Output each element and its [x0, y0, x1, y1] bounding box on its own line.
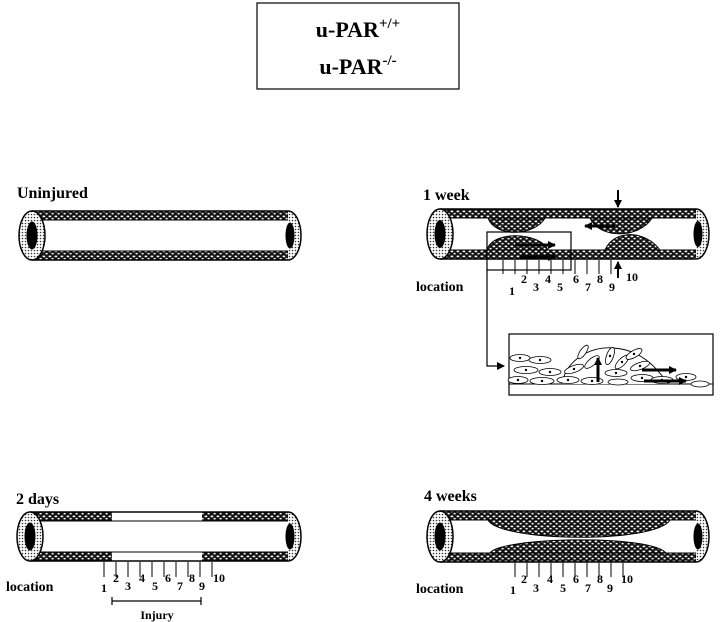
location-label-1-week: location [416, 280, 464, 295]
location-number: 4 [545, 272, 551, 286]
location-label-4-weeks: location [416, 582, 464, 597]
location-number: 5 [560, 581, 566, 595]
cell-migration-inset [507, 333, 714, 396]
location-number: 7 [585, 581, 591, 595]
location-numbers-2-days: 1 2 3 4 5 6 7 8 9 10 [101, 571, 225, 595]
panel-title-1-week: 1 week [423, 187, 470, 204]
panel-uninjured: Uninjured [17, 185, 302, 261]
location-number: 2 [521, 572, 527, 586]
location-label-2-days: location [6, 580, 54, 595]
location-number: 6 [165, 571, 171, 585]
location-number: 6 [573, 572, 579, 586]
location-number: 9 [607, 581, 613, 595]
zoom-connector [486, 270, 505, 370]
legend-box [256, 2, 460, 90]
location-number: 2 [521, 272, 527, 286]
vessel-1-week [426, 190, 710, 278]
location-number: 1 [510, 583, 516, 597]
panel-title-uninjured: Uninjured [17, 185, 88, 202]
location-number: 3 [533, 280, 539, 294]
location-number: 6 [573, 272, 579, 286]
location-number: 4 [547, 572, 553, 586]
vessel-wall-top [32, 211, 288, 220]
location-number: 5 [557, 280, 563, 294]
location-ruler-4-weeks [514, 563, 624, 577]
lumen-left [26, 221, 38, 250]
location-numbers-1-week: 1 2 3 4 5 6 7 8 9 10 [509, 270, 638, 298]
injury-bracket [111, 597, 202, 605]
location-number: 9 [199, 579, 205, 593]
neointima-bottom-right [604, 234, 662, 251]
location-number: 1 [101, 581, 107, 595]
location-number: 8 [189, 571, 195, 585]
location-number: 3 [125, 579, 131, 593]
vessel-4-weeks [426, 510, 710, 563]
location-ruler-1-week [502, 260, 612, 274]
location-number: 3 [533, 581, 539, 595]
panel-2-days: 2 days [6, 491, 302, 622]
location-number: 4 [139, 571, 145, 585]
genotype-legend: u-PAR+/+ u-PAR-/- [256, 2, 460, 90]
location-number: 7 [585, 280, 591, 294]
neointima-top [487, 519, 671, 538]
panel-title-4-weeks: 4 weeks [424, 488, 477, 505]
location-number: 10 [626, 270, 638, 284]
zoom-region-box [486, 231, 572, 271]
location-number: 9 [609, 280, 615, 294]
neointima-bottom-left [486, 235, 549, 251]
location-number: 8 [597, 272, 603, 286]
vessel-uninjured [18, 210, 302, 261]
lumen-right [285, 222, 295, 249]
vessel-wall-bottom [32, 251, 288, 260]
legend-line-knockout: u-PAR-/- [319, 53, 396, 79]
location-number: 1 [509, 284, 515, 298]
neointima-top-left [487, 217, 546, 233]
location-number: 7 [177, 579, 183, 593]
location-number: 2 [113, 571, 119, 585]
location-number: 8 [597, 572, 603, 586]
legend-line-wild-type: u-PAR+/+ [316, 16, 400, 42]
location-number: 10 [213, 571, 225, 585]
neointima-bottom [489, 539, 668, 554]
injury-region-top [112, 512, 202, 521]
injury-label: Injury [140, 608, 173, 622]
vessel-2-days [16, 511, 302, 562]
location-number: 5 [152, 579, 158, 593]
panel-title-2-days: 2 days [16, 491, 59, 508]
injury-region-bottom [112, 552, 202, 561]
location-number: 10 [621, 572, 633, 586]
location-ruler-2-days [103, 562, 213, 577]
panel-4-weeks: 4 weeks location [416, 488, 710, 597]
panel-1-week: 1 week [416, 187, 710, 370]
location-numbers-4-weeks: 1 2 3 4 5 6 7 8 9 10 [510, 572, 633, 597]
